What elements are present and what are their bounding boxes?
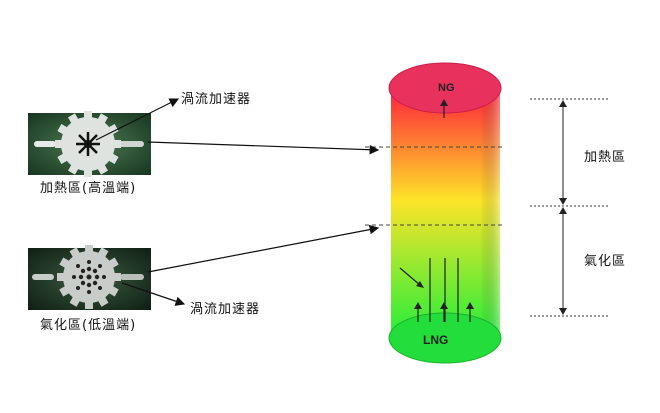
zone-divider-lines bbox=[365, 146, 505, 226]
top-photo-to-tube-arrow bbox=[147, 141, 380, 155]
vaporization-zone-photo-label: 氣化區(低溫端) bbox=[40, 318, 137, 333]
flow-arrows bbox=[399, 99, 474, 322]
turbulator-disc-perforated-icon bbox=[32, 245, 144, 309]
vaporization-zone-bracket-label: 氣化區 bbox=[584, 254, 627, 269]
zone-dimension-arrows bbox=[559, 100, 567, 315]
heating-zone-bracket-label: 加熱區 bbox=[584, 150, 627, 165]
heating-zone-photo-label: 加熱區(高溫端) bbox=[40, 181, 137, 196]
heating-zone-photo bbox=[28, 111, 151, 177]
turbulator-disc-spoked-icon bbox=[34, 111, 144, 177]
vaporization-zone-photo bbox=[28, 245, 151, 310]
top-accelerator-leader bbox=[95, 98, 180, 141]
ng-label: NG bbox=[438, 82, 455, 94]
vaporizer-tube bbox=[391, 88, 500, 338]
top-accelerator-label: 渦流加速器 bbox=[181, 92, 252, 107]
bottom-accelerator-leader bbox=[121, 282, 186, 306]
ng-cap bbox=[388, 62, 502, 114]
bottom-photo-to-tube-arrow bbox=[147, 224, 380, 273]
lng-label: LNG bbox=[423, 333, 448, 347]
zone-guide-lines bbox=[530, 98, 610, 317]
bottom-accelerator-label: 渦流加速器 bbox=[190, 302, 261, 317]
leader-arrows bbox=[95, 98, 380, 306]
